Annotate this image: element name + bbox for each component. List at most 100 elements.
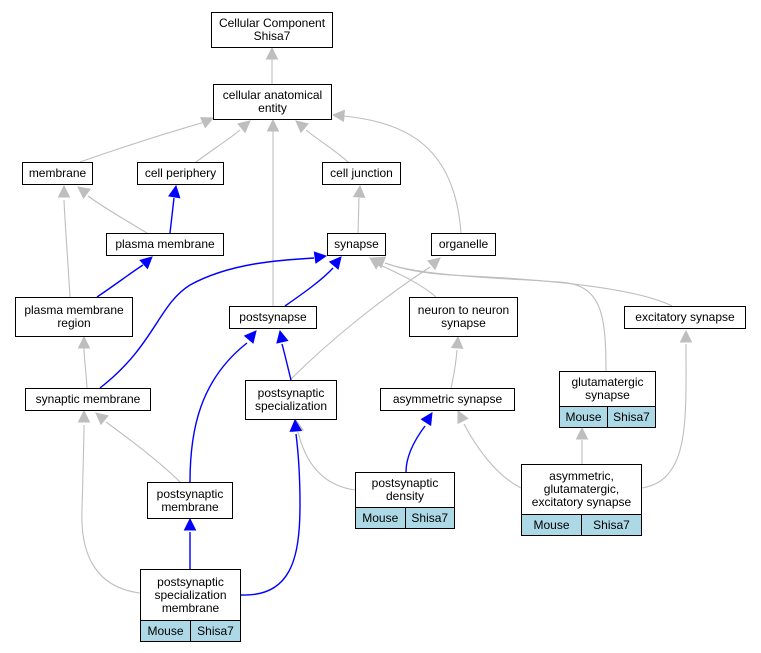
edge-plasmamem-membrane (77, 186, 148, 234)
edge-line (189, 342, 248, 483)
node-cellular-anatomical-entity[interactable]: cellular anatomical entity (213, 84, 332, 120)
arrowhead (450, 335, 464, 349)
node-plasma-membrane-region[interactable]: plasma membrane region (15, 297, 133, 337)
arrowhead (295, 120, 309, 134)
edge-line (240, 433, 301, 596)
organism-tag[interactable]: Mouse (356, 508, 405, 528)
node-label: membrane (28, 166, 87, 180)
node-cellular-component-shisa7[interactable]: Cellular Component Shisa7 (211, 12, 333, 48)
edge-psd-asym (405, 412, 433, 473)
arrowhead (199, 117, 215, 129)
arrowhead (276, 329, 289, 344)
node-postsynaptic-density[interactable]: postsynaptic density Mouse Shisa7 (355, 472, 455, 529)
node-cell-periphery[interactable]: cell periphery (137, 162, 224, 185)
node-asymmetric-glutamatergic-excitatory-synapse[interactable]: asymmetric, glutamatergic, excitatory sy… (521, 464, 642, 536)
node-synaptic-membrane[interactable]: synaptic membrane (25, 388, 151, 411)
arrowhead (266, 118, 280, 132)
edge-synmem-pmregion (77, 335, 91, 389)
node-postsynapse[interactable]: postsynapse (229, 306, 317, 329)
arrowhead (139, 256, 153, 270)
node-postsynaptic-specialization[interactable]: postsynaptic specialization (245, 380, 337, 420)
edge-pmregion-membrane (57, 184, 71, 298)
edge-line (87, 195, 148, 234)
node-asymmetric-synapse[interactable]: asymmetric synapse (380, 388, 515, 411)
node-label: Cellular Component Shisa7 (218, 16, 326, 43)
gene-tag[interactable]: Shisa7 (607, 407, 655, 427)
node-excitatory-synapse[interactable]: excitatory synapse (624, 306, 746, 329)
edge-synmem-synapse (99, 251, 328, 389)
edge-line (79, 121, 206, 163)
node-label: cell junction (330, 166, 393, 180)
edge-synapse-celljunction (352, 184, 366, 234)
node-glutamatergic-synapse[interactable]: glutamatergic synapse Mouse Shisa7 (559, 371, 656, 428)
edge-psm-synmem (77, 409, 141, 594)
edge-cellperiph-cae (195, 120, 251, 163)
node-label: plasma membrane region (24, 303, 124, 330)
organism-tag[interactable]: Mouse (522, 515, 581, 535)
organism-tag[interactable]: Mouse (141, 621, 190, 641)
node-organelle[interactable]: organelle (431, 233, 496, 256)
edge-postsynapse-cae (266, 118, 280, 306)
node-label: plasma membrane (115, 237, 215, 251)
edge-line (63, 199, 71, 298)
edge-pmregion-plasmamem (96, 256, 153, 298)
annotation-row: Mouse Shisa7 (560, 406, 655, 427)
arrowhead (77, 335, 91, 349)
arrowhead (243, 330, 257, 344)
node-label: postsynaptic specialization membrane (154, 574, 227, 615)
edge-postmem-synmem (95, 412, 181, 483)
node-cell-junction[interactable]: cell junction (322, 162, 401, 185)
edge-membrane-cae (79, 117, 215, 163)
edge-cae-root (265, 46, 279, 84)
arrowhead (575, 426, 589, 440)
edge-organelle-cae (331, 109, 462, 234)
node-label: excitatory synapse (635, 310, 735, 324)
arrowhead (427, 257, 441, 271)
arrowhead (352, 184, 366, 198)
arrowhead (331, 109, 345, 123)
arrowhead (95, 412, 109, 426)
edge-line (405, 425, 426, 473)
arrowhead (371, 256, 387, 269)
edge-line (284, 267, 334, 307)
edge-line (641, 343, 687, 489)
organism-tag[interactable]: Mouse (560, 407, 607, 427)
edge-line (81, 424, 141, 594)
edge-line (342, 115, 462, 234)
node-label: glutamatergic synapse (571, 375, 644, 402)
edge-postspec-organelle (289, 257, 441, 381)
node-label: postsynaptic specialization (254, 386, 328, 413)
arrowhead (313, 251, 328, 264)
node-label: organelle (438, 237, 489, 251)
arrowhead (457, 409, 469, 425)
edge-line (289, 266, 431, 381)
edge-line (169, 197, 175, 234)
node-membrane[interactable]: membrane (22, 162, 93, 185)
node-neuron-to-neuron-synapse[interactable]: neuron to neuron synapse (409, 297, 518, 337)
node-synapse[interactable]: synapse (327, 233, 386, 256)
edge-celljunction-cae (295, 120, 349, 163)
edge-line (379, 264, 437, 298)
gene-tag[interactable]: Shisa7 (190, 621, 240, 641)
gene-tag[interactable]: Shisa7 (404, 508, 454, 528)
edge-line (384, 262, 607, 372)
node-postsynaptic-specialization-membrane[interactable]: postsynaptic specialization membrane Mou… (140, 569, 241, 642)
edge-ages-glut (575, 426, 589, 464)
edge-line (463, 423, 522, 489)
node-label: cell periphery (144, 166, 217, 180)
gene-tag[interactable]: Shisa7 (581, 515, 641, 535)
node-label: postsynaptic membrane (156, 486, 224, 514)
node-label: asymmetric synapse (392, 392, 503, 406)
node-label: postsynaptic density (371, 476, 439, 503)
edge-line (357, 197, 360, 234)
edge-postspec-postsynapse (276, 329, 292, 381)
annotation-row: Mouse Shisa7 (356, 507, 454, 528)
arrowhead (168, 184, 181, 199)
node-plasma-membrane[interactable]: plasma membrane (106, 233, 224, 256)
edge-line (450, 349, 458, 389)
arrowhead (420, 412, 433, 427)
node-postsynaptic-membrane[interactable]: postsynaptic membrane (147, 482, 233, 519)
arrowhead (237, 120, 251, 134)
